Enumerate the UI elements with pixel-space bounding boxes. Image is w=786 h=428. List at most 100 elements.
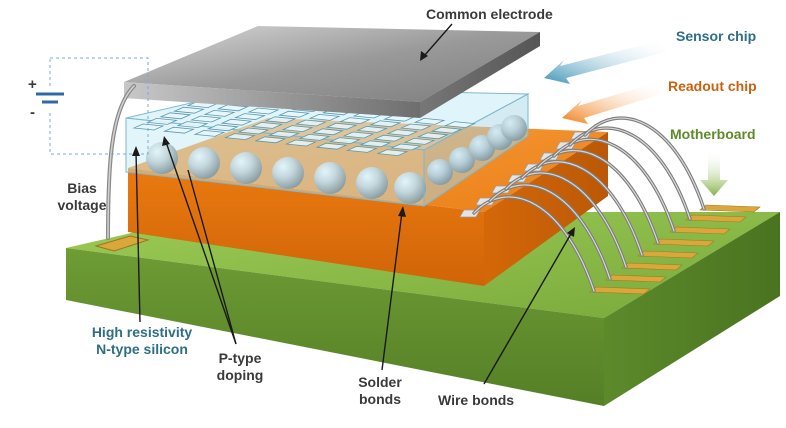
p-type-pixel [216, 104, 250, 112]
p-type-pixel [359, 140, 392, 148]
p-type-pixel [386, 129, 419, 137]
label-high-resistivity-line2: N-type silicon [96, 341, 188, 357]
motherboard-arrow [700, 150, 728, 196]
p-type-pixel [430, 126, 463, 134]
label-solder-bonds: Solder bonds [350, 374, 410, 408]
arrowhead-solder-bonds [398, 206, 406, 217]
callout-p-type-b [187, 169, 237, 345]
p-type-pixel [399, 123, 433, 131]
label-p-type-doping: P-type doping [210, 350, 270, 384]
callout-p-type-a [165, 141, 237, 345]
battery-minus-sign: - [30, 104, 35, 121]
arrowhead-common-electrode [420, 51, 428, 61]
solder-bump [272, 157, 304, 189]
wire-bond-highlight [553, 138, 675, 232]
p-type-pixel [342, 131, 375, 139]
wire-bond-highlight [521, 161, 643, 256]
p-type-pixel [189, 115, 223, 123]
sensor-right-face [423, 93, 529, 207]
label-wire-bonds: Wire bonds [438, 392, 515, 408]
solder-bump [146, 142, 178, 174]
p-type-pixel [369, 120, 402, 128]
callout-wire-bonds [483, 231, 573, 385]
battery-symbol [34, 57, 149, 155]
electrode-top [124, 26, 540, 102]
p-type-pixel [355, 125, 389, 133]
p-type-pixel [325, 122, 358, 130]
p-type-pixel [345, 145, 379, 153]
p-type-pixel [281, 125, 314, 133]
wire-bond-highlight [584, 117, 705, 210]
p-type-pixel [372, 134, 406, 142]
label-high-resistivity-line1: High resistivity [91, 324, 193, 340]
common-electrode [124, 26, 540, 118]
arrowhead-high-resistivity [132, 146, 140, 156]
callout-lines [135, 23, 573, 385]
solder-bump [188, 147, 220, 179]
p-type-pixel [162, 126, 196, 134]
bias-circuit-dashed-box [49, 57, 149, 155]
wire-bond-highlight [537, 150, 659, 244]
electrode-right [420, 32, 540, 118]
solder-bump [394, 172, 426, 204]
p-type-pixel [220, 118, 253, 126]
p-type-pixel [298, 133, 331, 141]
p-type-pixel [193, 129, 226, 137]
label-motherboard: Motherboard [670, 126, 756, 142]
battery-plus-sign: + [28, 76, 37, 93]
p-type-pixel [338, 117, 372, 125]
solder-bump [314, 162, 346, 194]
bias-wire-highlight [107, 85, 135, 239]
motherboard-right [604, 212, 780, 406]
label-solder-bonds-line1: Solder [358, 374, 402, 390]
label-p-type-line2: doping [216, 367, 264, 383]
p-type-pixel [172, 106, 206, 114]
p-type-pixel [294, 119, 328, 127]
p-type-pixel [328, 137, 362, 145]
callout-arrowheads [132, 51, 575, 237]
p-type-pixel [376, 149, 409, 157]
p-type-pixel [132, 123, 165, 131]
solder-bump [356, 167, 388, 199]
electrode-front [124, 82, 420, 118]
arrowhead-p-type [162, 136, 170, 146]
label-sensor-chip: Sensor chip [676, 28, 757, 44]
readout-chip-arrow [562, 82, 662, 124]
p-type-pixel [145, 117, 179, 125]
p-type-pixel [277, 110, 311, 118]
label-bias-voltage: Bias voltage [56, 180, 108, 214]
p-type-pixel [284, 139, 318, 147]
label-readout-chip: Readout chip [668, 78, 757, 94]
label-bias-voltage-line1: Bias [67, 180, 97, 196]
label-solder-bonds-line2: bonds [359, 391, 401, 407]
readout-right [484, 132, 608, 286]
solder-bump [230, 152, 262, 184]
wire-bond-array [472, 116, 706, 293]
p-type-pixel [159, 112, 192, 120]
p-type-pixel-array [132, 95, 477, 157]
motherboard-trace [699, 204, 761, 213]
p-type-pixel [233, 113, 267, 121]
p-type-pixel [203, 109, 236, 117]
p-type-pixel [264, 116, 297, 124]
p-type-pixel [247, 107, 280, 115]
p-type-pixel [206, 124, 240, 132]
p-type-pixel [308, 113, 341, 121]
p-type-pixel [389, 143, 423, 151]
label-bias-voltage-line2: voltage [57, 197, 107, 213]
p-type-pixel [250, 121, 284, 129]
p-type-pixel [416, 132, 450, 140]
p-type-pixel [315, 142, 348, 150]
p-type-pixel [403, 137, 436, 145]
readout-front [128, 168, 484, 286]
p-type-pixel [443, 121, 477, 129]
p-type-pixel [254, 136, 287, 144]
p-type-pixel [223, 133, 257, 141]
label-p-type-line1: P-type [218, 350, 262, 366]
wire-bond-highlight [473, 196, 595, 292]
p-type-pixel [311, 128, 345, 136]
motherboard-pad-array [589, 204, 761, 295]
wire-bond-highlight [505, 172, 627, 268]
motherboard-front [66, 248, 604, 406]
label-high-resistivity-silicon: High resistivity N-type silicon [74, 324, 210, 358]
